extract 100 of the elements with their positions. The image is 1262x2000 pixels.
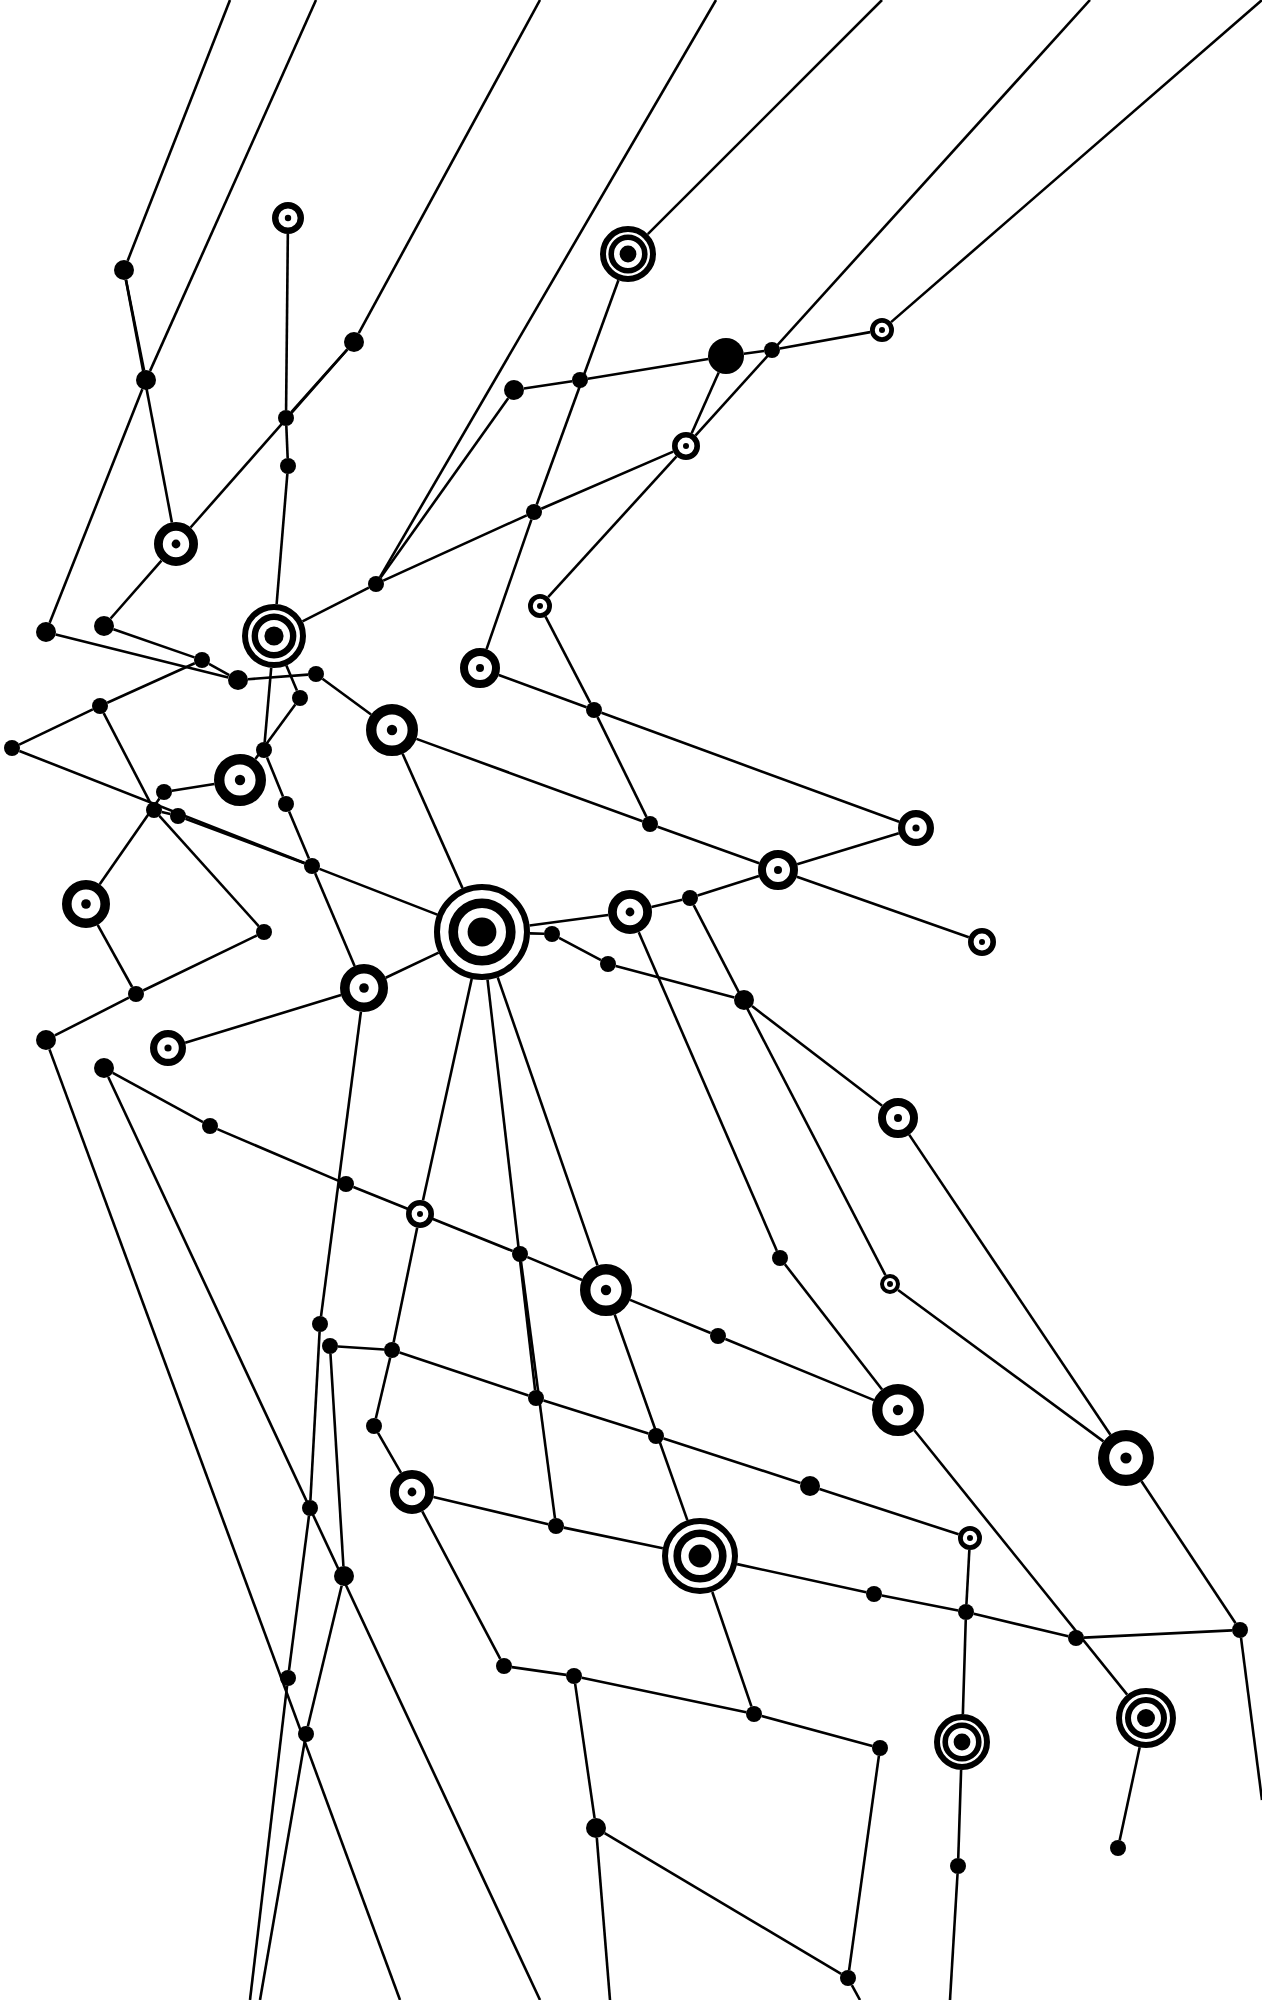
connector-line [55,633,229,679]
dot [708,338,744,374]
connector-line [392,1227,419,1343]
dot [146,802,162,818]
dot [566,1668,582,1684]
connector-line [374,1357,392,1419]
dot [800,1476,820,1496]
target-node [934,1714,990,1770]
dot [4,740,20,756]
dot [304,858,320,874]
connector-line [751,1005,883,1107]
ring-node [880,1274,900,1294]
connector-line [908,1133,1112,1436]
connector-line [496,976,599,1266]
connector-line [956,1769,963,1859]
connector-line [48,388,144,624]
connector-line [526,1255,583,1282]
ring-node [870,318,894,342]
ring-node [1098,1430,1154,1486]
dot [92,698,108,714]
ring-node [390,1470,434,1514]
ring-node [150,1030,186,1066]
dot [1068,1630,1084,1646]
connector-line [535,279,620,505]
dot [384,1342,400,1358]
connector-line [547,455,678,598]
connector-line [711,1591,753,1707]
connector-line [529,913,609,927]
connector-line [399,1351,529,1397]
connector-line [112,1071,204,1124]
dot [840,1970,856,1986]
dot [734,990,754,1010]
dot [36,1030,56,1050]
ring-node [154,522,198,566]
connector-line [185,817,305,865]
connector-line [847,1755,881,1971]
target-node [600,226,656,282]
target-node [1116,1688,1176,1748]
dot [572,372,588,388]
connector-line [783,1263,884,1391]
connector-line [287,1515,311,1671]
connector-line [796,832,900,866]
dot [368,576,384,592]
connector-line [690,371,720,434]
ring-node [366,704,418,756]
dot [746,1706,762,1722]
connector-line [890,0,1262,324]
connector-line [401,753,464,889]
connector-line [692,904,887,1276]
connector-line [309,1331,321,1501]
connector-line [697,874,760,897]
connector-line [216,1127,340,1183]
connector-line [724,1337,875,1402]
connector-line [543,1399,649,1435]
connector-line [498,673,587,709]
dot [156,784,172,800]
connector-line [596,716,648,818]
dot [228,670,248,690]
connector-line [544,616,592,704]
connector-line [913,1429,1129,1696]
dot [94,616,114,636]
connector-line [485,519,533,650]
dot [280,1670,296,1686]
dot [298,1726,314,1742]
dot [278,410,294,426]
connector-line [1083,1629,1233,1639]
connector-line [321,677,372,716]
connector-line [416,737,643,823]
connector-line [148,0,318,372]
connector-line [694,0,1091,437]
ring-node [528,594,552,618]
ring-node [272,202,304,234]
connector-line [615,964,735,999]
target-node [434,884,530,980]
dot [312,1316,328,1332]
connector-line [126,0,232,262]
connector-line [961,1619,968,1715]
connector-line [486,979,537,1391]
connector-line [743,349,765,355]
connector-line [761,1714,873,1748]
dot [528,1390,544,1406]
ring-node [406,1200,434,1228]
target-node [242,604,306,668]
connector-line [275,473,289,605]
connector-line [421,978,473,1201]
connector-line [158,815,260,927]
connector-line [1118,1747,1141,1841]
dot [202,1118,218,1134]
connector-line [18,708,94,746]
connector-line [382,514,528,582]
ring-node [340,964,388,1012]
connector-line [247,673,309,681]
ring-node [898,810,934,846]
ring-node [758,850,798,890]
connector-line [98,797,161,886]
dot [302,1500,318,1516]
connector-line [523,379,573,390]
connector-line [18,749,306,865]
ring-node [878,1098,918,1138]
dot [278,796,294,812]
